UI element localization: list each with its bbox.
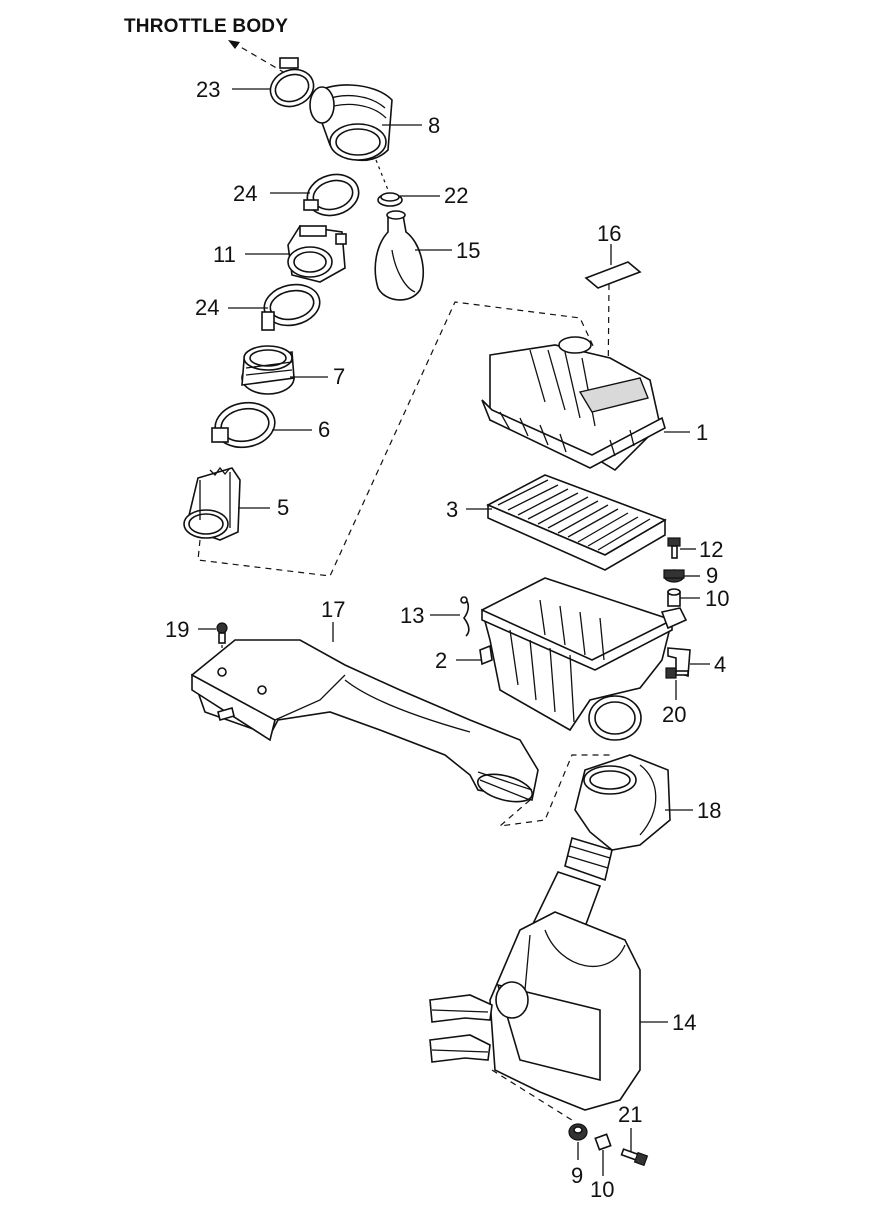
part-14-resonator[interactable]	[429, 911, 641, 1111]
callout-4: 4	[714, 652, 726, 677]
callout-13: 13	[400, 603, 424, 628]
callout-19: 19	[165, 617, 189, 642]
callout-22: 22	[444, 183, 468, 208]
part-10-collar-upper[interactable]	[667, 588, 681, 607]
callout-2: 2	[435, 648, 447, 673]
callout-8: 8	[428, 113, 440, 138]
part-18-duct-elbow[interactable]	[528, 754, 671, 941]
part-21-bolt[interactable]	[620, 1148, 649, 1167]
callout-3: 3	[446, 497, 458, 522]
part-20-bolt[interactable]	[665, 667, 689, 679]
callout-15: 15	[456, 238, 480, 263]
callout-10-upper: 10	[705, 586, 729, 611]
throttle-body-label: THROTTLE BODY	[124, 16, 289, 37]
arrow-head	[228, 40, 240, 49]
part-2-air-cleaner-body[interactable]	[479, 577, 688, 741]
leader-lines	[198, 88, 710, 1176]
part-24-clamp-lower[interactable]	[260, 280, 323, 331]
part-12-bolt[interactable]	[667, 537, 681, 559]
callout-18: 18	[697, 798, 721, 823]
callout-10-lower: 10	[590, 1177, 614, 1202]
leader-8-22	[375, 159, 391, 196]
part-15-breather-hose[interactable]	[374, 210, 424, 301]
part-24-clamp-upper[interactable]	[303, 169, 364, 221]
part-19-bolt[interactable]	[216, 622, 228, 644]
callout-16: 16	[597, 221, 621, 246]
callout-24-lower: 24	[195, 295, 219, 320]
part-7-air-duct-bellows[interactable]	[241, 345, 295, 395]
callout-9-upper: 9	[706, 563, 718, 588]
callout-9-lower: 9	[571, 1163, 583, 1188]
part-1-air-cleaner-cover[interactable]	[481, 336, 666, 472]
part-3-air-filter[interactable]	[486, 474, 667, 571]
callout-7: 7	[333, 364, 345, 389]
callout-20: 20	[662, 702, 686, 727]
assembly-path-5-1	[197, 301, 596, 577]
callout-14: 14	[672, 1010, 696, 1035]
part-5-resonator[interactable]	[183, 466, 241, 541]
part-17-air-intake-duct[interactable]	[191, 639, 539, 807]
part-10-collar-lower[interactable]	[594, 1133, 612, 1151]
part-22-hose-clip[interactable]	[377, 192, 403, 207]
callout-1: 1	[696, 420, 708, 445]
throttle-body-arrow	[231, 41, 286, 74]
part-11-air-flow-sensor[interactable]	[287, 225, 347, 283]
callout-23: 23	[196, 77, 220, 102]
callout-12: 12	[699, 537, 723, 562]
callout-11: 11	[213, 242, 236, 267]
part-9-grommet-upper[interactable]	[663, 569, 685, 583]
part-9-grommet-lower[interactable]	[568, 1123, 588, 1141]
callout-6: 6	[318, 417, 330, 442]
part-16-caution-label[interactable]	[584, 261, 642, 289]
part-23-clamp[interactable]	[265, 57, 319, 112]
assembly-path-17-18	[498, 754, 612, 827]
callout-21: 21	[618, 1102, 642, 1127]
leader-14-9	[491, 1069, 576, 1123]
callout-5: 5	[277, 495, 289, 520]
callout-17: 17	[321, 597, 345, 622]
part-13-clip[interactable]	[460, 596, 470, 637]
part-6-clamp[interactable]	[211, 398, 279, 452]
callout-24-upper: 24	[233, 181, 257, 206]
part-8-air-duct[interactable]	[309, 84, 393, 162]
